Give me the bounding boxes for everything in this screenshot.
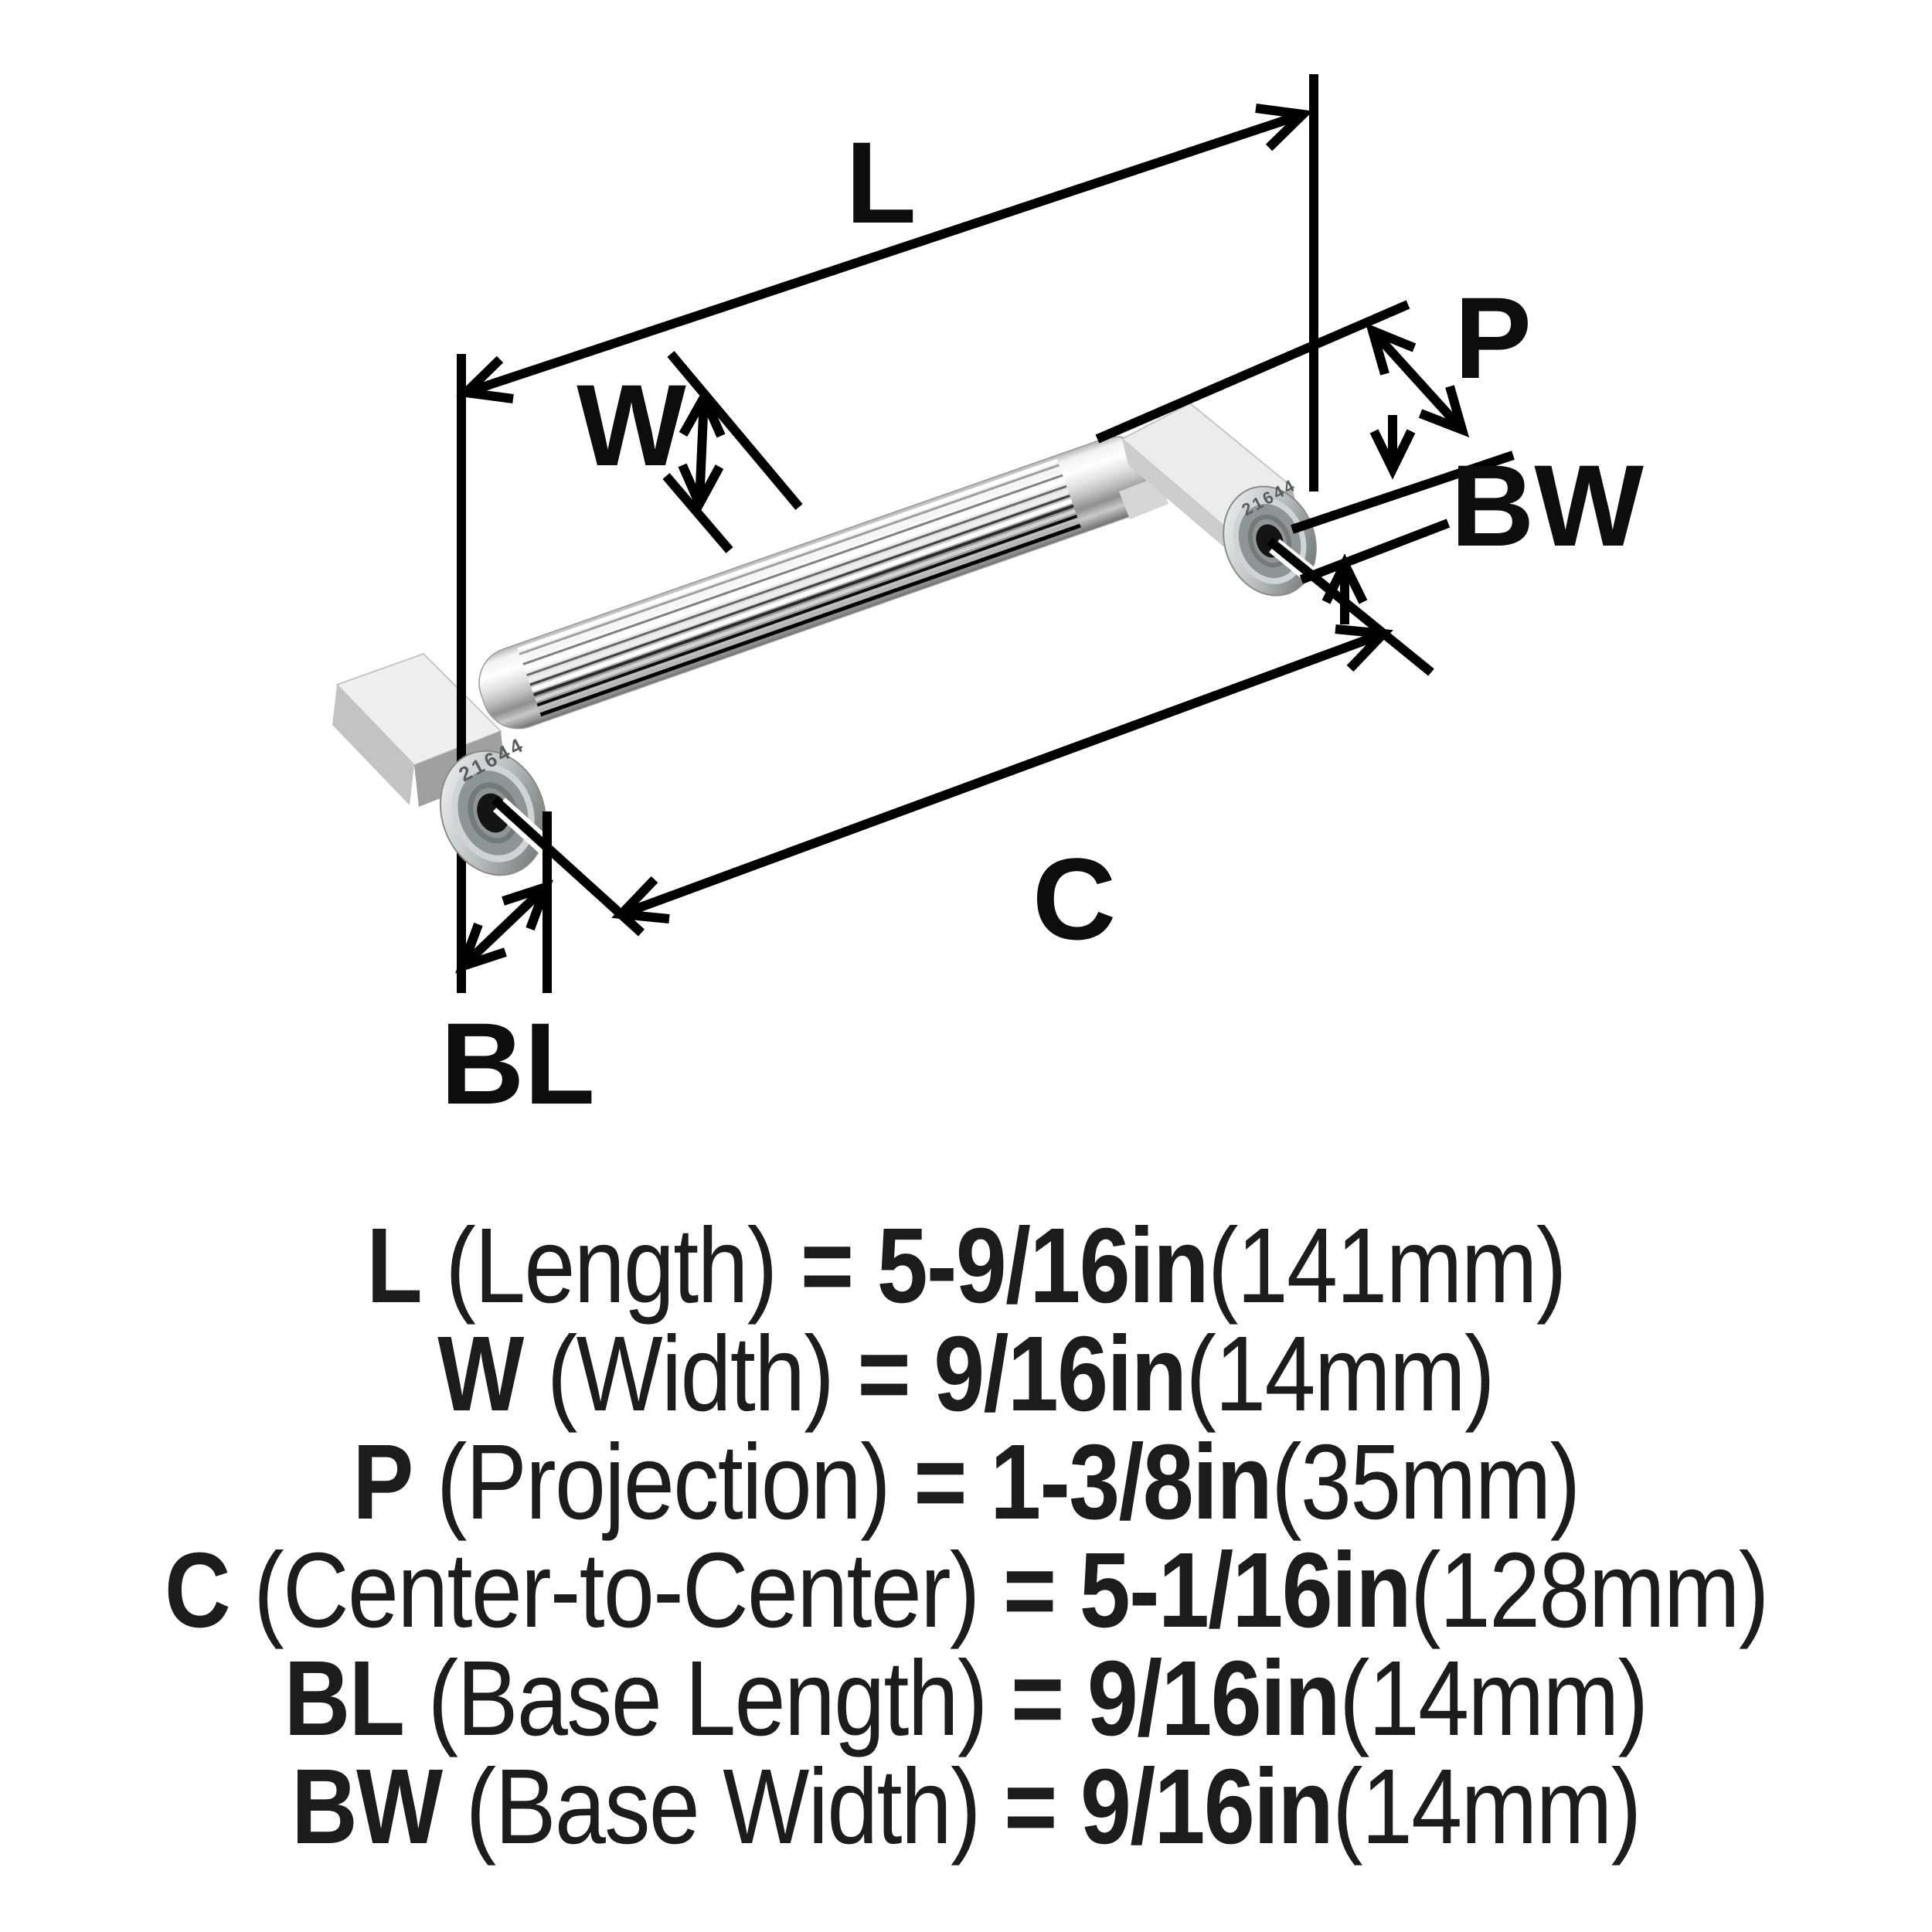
center-arrowhead-left xyxy=(611,876,670,923)
left-post-side-face xyxy=(332,685,414,805)
legend-row-width: W (Width) = 9/16in(14mm) xyxy=(0,1320,1932,1428)
base-width-arrowhead xyxy=(1321,553,1368,604)
label-projection: P xyxy=(1454,273,1532,403)
legend-name: (Width) xyxy=(547,1315,835,1434)
legend-value: = 9/16in xyxy=(1011,1639,1342,1758)
handle-bar-fluting xyxy=(517,458,1083,719)
legend-row-projection: P (Projection) = 1-3/8in(35mm) xyxy=(0,1428,1932,1536)
left-base-washer xyxy=(439,750,547,876)
legend-symbol: C xyxy=(164,1531,231,1650)
legend-metric: (128mm) xyxy=(1410,1531,1769,1650)
legend-metric: (14mm) xyxy=(1185,1315,1495,1434)
handle-dimension-drawing: 21644 21644 L xyxy=(332,74,1644,1128)
legend-value: = 5-9/16in xyxy=(800,1206,1209,1325)
label-center-to-center: C xyxy=(1032,834,1116,964)
right-washer-groove xyxy=(1247,514,1292,568)
legend-row-base-width: BW (Base Width) = 9/16in(14mm) xyxy=(0,1753,1932,1861)
handle-bar xyxy=(478,436,1156,730)
screw-axis-lines xyxy=(491,537,1434,937)
legend-row-base-length: BL (Base Length) = 9/16in(14mm) xyxy=(0,1645,1932,1753)
legend-metric: (14mm) xyxy=(1339,1639,1648,1758)
legend-name: (Base Width) xyxy=(465,1747,981,1866)
legend-value: = 5-1/16in xyxy=(1002,1531,1412,1650)
projection-witness-bottom xyxy=(1291,451,1515,534)
projection-dimension-line xyxy=(1369,327,1466,434)
label-base-width: BW xyxy=(1451,440,1644,570)
center-arrowhead-right xyxy=(1335,624,1393,672)
center-dimension-line xyxy=(619,629,1386,919)
base-length-arrowhead-left xyxy=(455,922,507,974)
label-width: W xyxy=(577,360,686,490)
projection-pointer-arrowhead xyxy=(1369,429,1416,480)
label-base-length: BL xyxy=(440,998,595,1128)
projection-arrowhead-top xyxy=(1365,322,1417,376)
legend-name: (Center-to-Center) xyxy=(253,1531,980,1650)
base-width-dimension xyxy=(1299,519,1451,624)
legend-symbol: BW xyxy=(291,1747,443,1866)
base-length-dimension xyxy=(455,811,553,993)
legend-name: (Base Length) xyxy=(428,1639,988,1758)
base-length-arrowhead-right xyxy=(502,879,553,931)
legend-value: = 1-3/8in xyxy=(913,1423,1273,1542)
base-width-witness xyxy=(1299,519,1451,584)
right-screw-axis-line xyxy=(1267,537,1434,676)
length-dimension-line xyxy=(464,110,1304,397)
center-dimension xyxy=(611,624,1393,923)
length-arrowhead-left xyxy=(455,355,514,403)
legend-metric: (14mm) xyxy=(1332,1747,1641,1866)
base-length-dimension-line xyxy=(459,883,549,970)
legend-name: (Projection) xyxy=(437,1423,891,1542)
legend-symbol: L xyxy=(366,1206,423,1325)
projection-dimension xyxy=(1095,300,1515,534)
legend-row-center-to-center: C (Center-to-Center) = 5-1/16in(128mm) xyxy=(0,1536,1932,1645)
legend-symbol: BL xyxy=(284,1639,405,1758)
legend-value: = 9/16in xyxy=(857,1315,1188,1434)
length-arrowhead-right xyxy=(1255,104,1314,151)
legend-name: (Length) xyxy=(445,1206,777,1325)
legend-symbol: P xyxy=(352,1423,413,1542)
measurement-legend: L (Length) = 5-9/16in(141mm) W (Width) =… xyxy=(0,1212,1932,1861)
legend-row-length: L (Length) = 5-9/16in(141mm) xyxy=(0,1212,1932,1320)
legend-metric: (141mm) xyxy=(1207,1206,1566,1325)
legend-value: = 9/16in xyxy=(1004,1747,1334,1866)
width-arrowhead-top xyxy=(679,386,726,438)
width-arrowhead-bottom xyxy=(678,463,724,515)
label-length: L xyxy=(845,117,917,247)
length-dimension xyxy=(455,104,1314,403)
width-witness-bottom xyxy=(662,473,733,553)
legend-metric: (35mm) xyxy=(1271,1423,1580,1542)
projection-arrowhead-bottom xyxy=(1418,385,1470,437)
width-dimension-line xyxy=(695,396,709,505)
right-post-side-face xyxy=(1122,439,1235,556)
width-witness-top xyxy=(667,351,803,510)
legend-symbol: W xyxy=(437,1315,525,1434)
projection-witness-top xyxy=(1095,300,1410,444)
width-dimension xyxy=(662,351,803,553)
left-screw-axis-line xyxy=(491,796,645,937)
